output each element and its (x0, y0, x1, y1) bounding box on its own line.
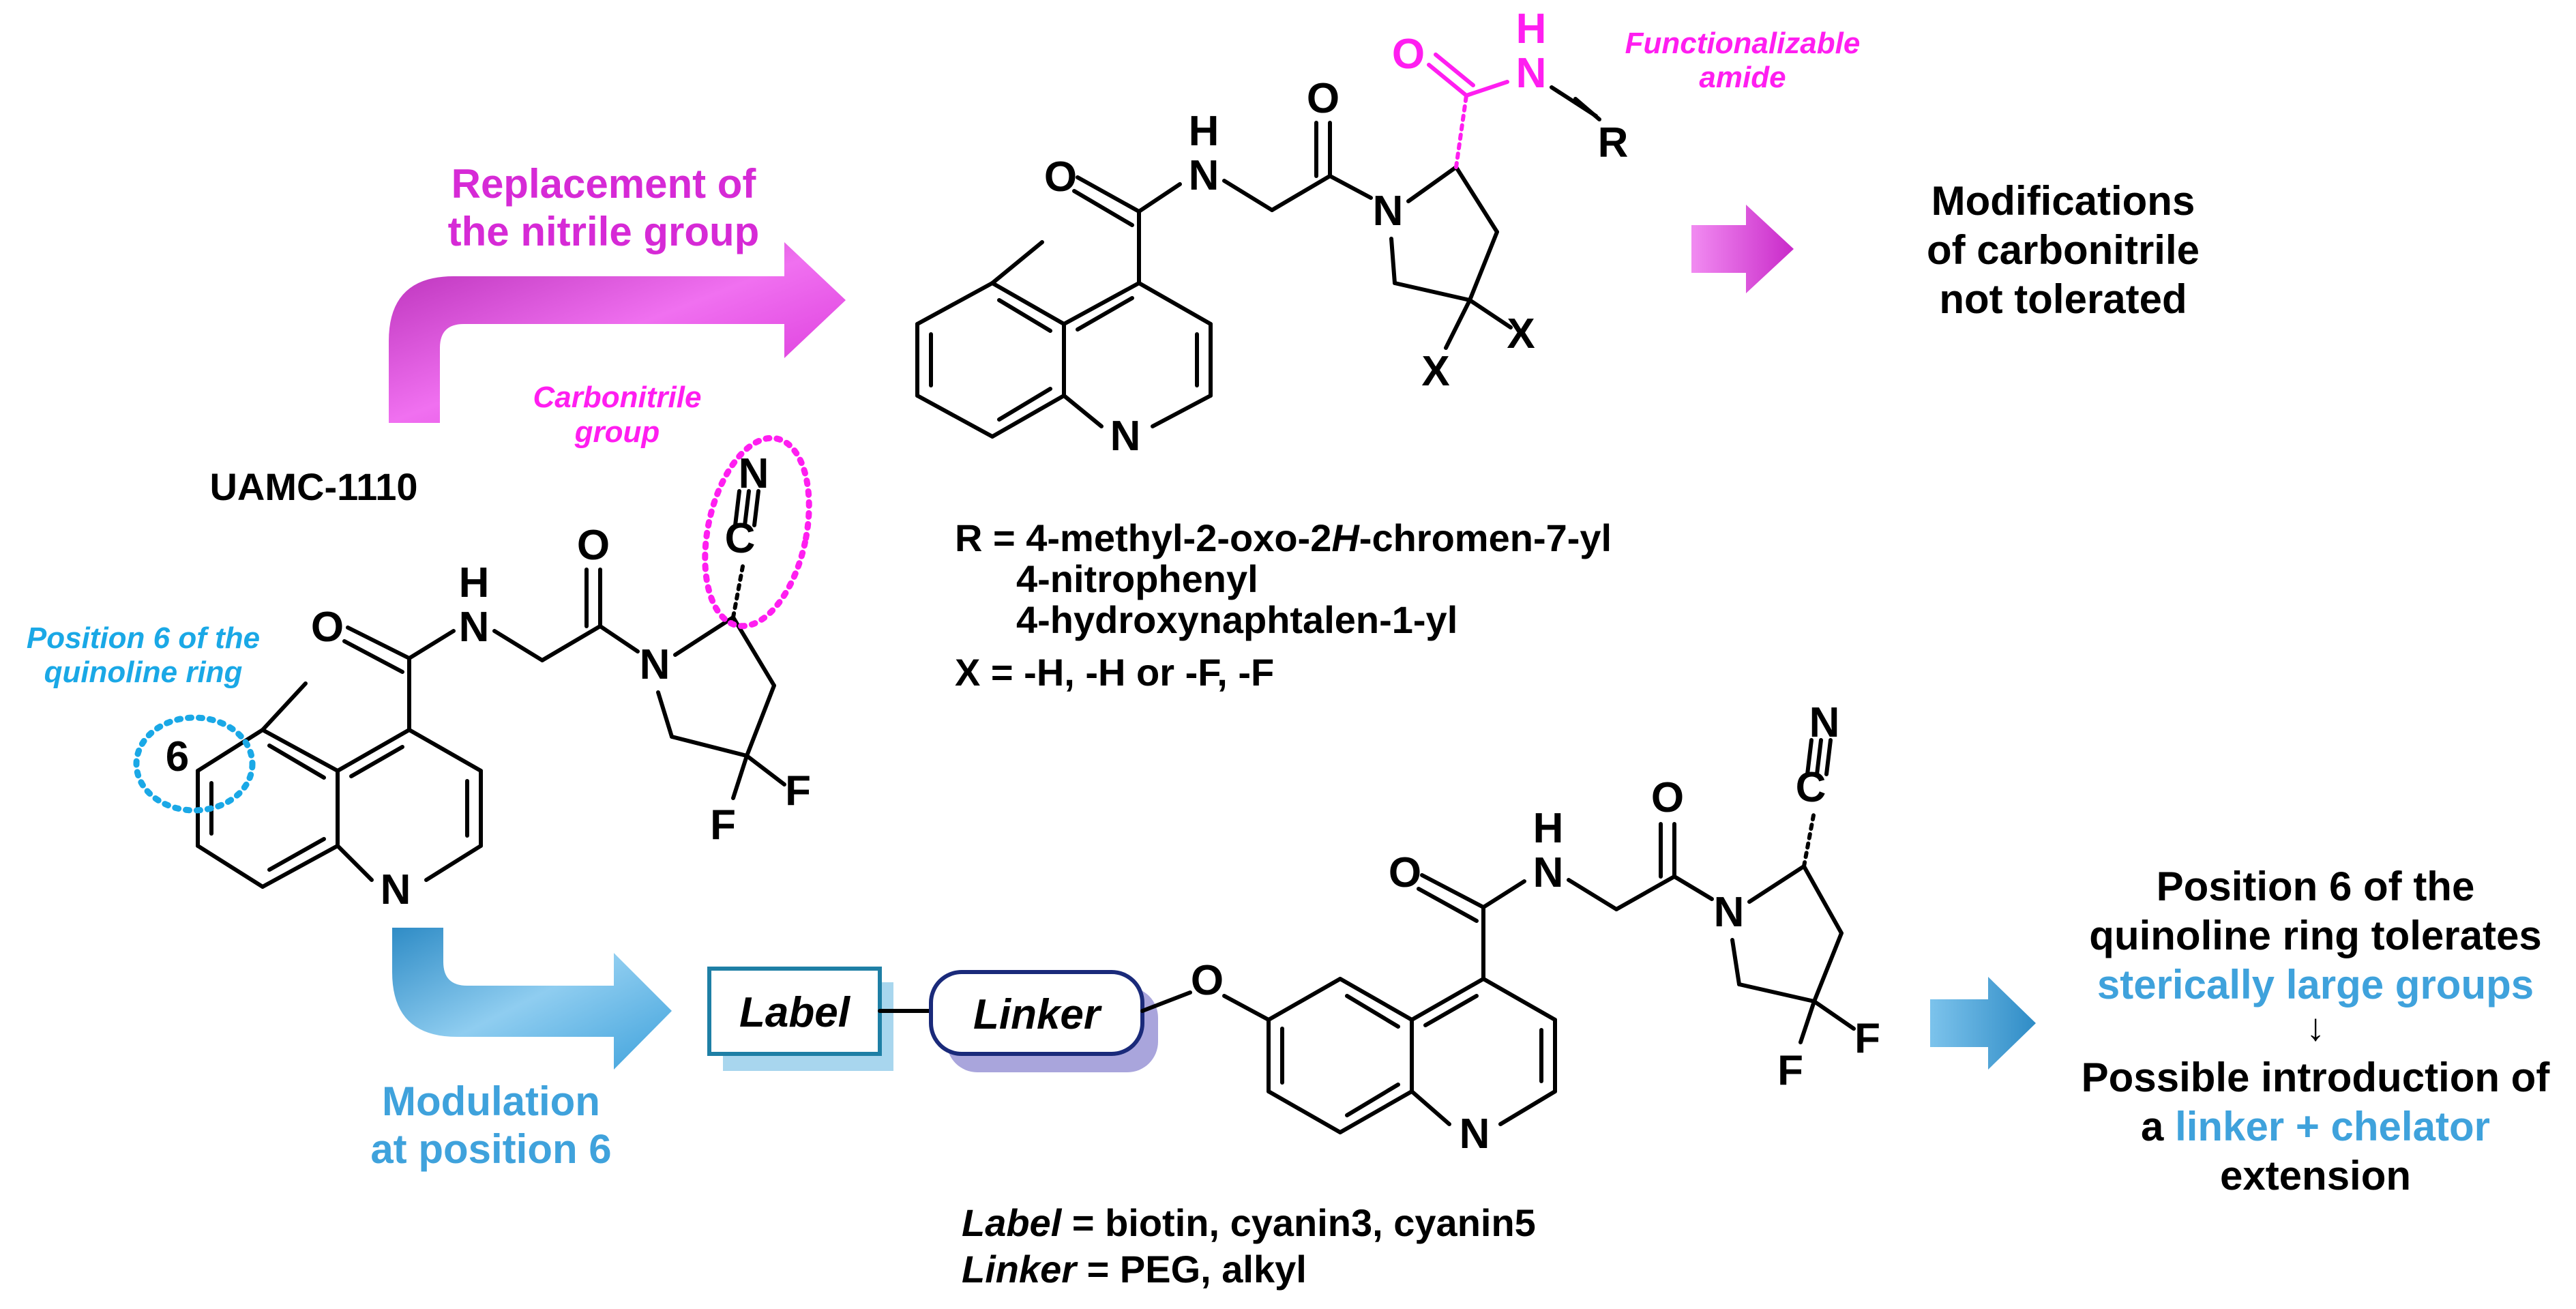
magenta-right-arrow (1691, 205, 1794, 293)
r-definition-line3: 4-hydroxynaphtalen-1-yl (1016, 598, 1457, 641)
uamc-quinoline (196, 656, 483, 889)
linker-box-text: Linker (973, 991, 1102, 1038)
top-atom-o-amide: O (1392, 31, 1425, 78)
compound-name: UAMC-1110 (209, 465, 417, 508)
x-definition: X = -H, -H or -F, -F (955, 651, 1274, 694)
uamc-pyrrolidine (656, 489, 786, 800)
top-pyrrolidine (1389, 53, 1601, 350)
top-atom-o2: O (1307, 75, 1339, 122)
uamc-atom-n-pyrrolidine: N (640, 641, 670, 688)
top-atom-n-amide: N (1189, 152, 1219, 199)
svg-text:↓: ↓ (2306, 1005, 2325, 1048)
carbonitrile-highlight-ellipse (702, 435, 812, 630)
position6-number: 6 (166, 733, 189, 780)
top-atom-n-functional: N (1516, 50, 1547, 97)
functionalizable-callout-line1: Functionalizable (1625, 27, 1861, 60)
functionalizable-callout-line2: amide (1699, 61, 1786, 94)
top-atom-x1: X (1421, 348, 1449, 395)
label-definition: Label = biotin, cyanin3, cyanin5 (962, 1201, 1536, 1244)
label-box (707, 967, 882, 1056)
uamc-atom-f2: F (785, 767, 811, 814)
top-quinoline (915, 121, 1373, 439)
top-arrow-label-line1: Replacement of (451, 161, 757, 207)
top-atom-h-amide: H (1516, 5, 1547, 53)
svg-text:extension: extension (2220, 1153, 2411, 1198)
r-definition-line1: R = 4-methyl-2-oxo-2H-chromen-7-yl (955, 516, 1612, 559)
bottom-atom-n-amide: N (1533, 849, 1564, 896)
bottom-quinoline (1222, 822, 1714, 1134)
uamc-atom-n-amide: N (459, 604, 490, 651)
top-atom-o1: O (1044, 153, 1077, 201)
top-atom-n-pyrrolidine: N (1373, 188, 1404, 235)
carbonitrile-callout-line2: group (574, 415, 660, 449)
position6-callout-line1: Position 6 of the (27, 621, 260, 655)
svg-text:sterically large groups: sterically large groups (2097, 962, 2534, 1008)
top-conclusion-line3: not tolerated (1939, 276, 2187, 322)
bottom-atom-o-ether: O (1191, 957, 1224, 1004)
blue-curved-arrow (392, 928, 672, 1070)
uamc-atom-f1: F (710, 801, 736, 849)
uamc-atom-c-nitrile: C (725, 515, 756, 562)
bottom-atom-o2: O (1651, 774, 1684, 821)
linker-definition: Linker = PEG, alkyl (962, 1248, 1307, 1291)
svg-text:Position 6 of the: Position 6 of the (2157, 864, 2475, 909)
bottom-atom-f1: F (1777, 1047, 1803, 1094)
top-atom-n-quinoline: N (1110, 413, 1141, 460)
bottom-atom-f2: F (1854, 1015, 1880, 1062)
bottom-atom-h: H (1533, 805, 1564, 852)
top-atom-r: R (1598, 119, 1629, 166)
uamc-atom-o1: O (311, 604, 344, 651)
linker-box (929, 970, 1144, 1056)
bottom-atom-n-nitrile: N (1809, 699, 1840, 746)
top-atom-x2: X (1507, 310, 1535, 357)
uamc-atom-n-nitrile: N (739, 450, 769, 497)
bottom-atom-c-nitrile: C (1796, 764, 1826, 811)
uamc-atom-h: H (459, 559, 490, 606)
carbonitrile-callout-line1: Carbonitrile (533, 381, 702, 414)
bottom-pyrrolidine (1730, 738, 1856, 1044)
magenta-curved-arrow (389, 242, 846, 423)
uamc-atom-o2: O (577, 522, 610, 569)
top-conclusion-line2: of carbonitrile (1927, 227, 2200, 273)
svg-text:quinoline ring tolerates: quinoline ring tolerates (2089, 913, 2541, 958)
label-box-text: Label (739, 989, 851, 1036)
top-arrow-label-line2: the nitrile group (448, 209, 760, 254)
bottom-atom-o1: O (1389, 849, 1421, 896)
position6-callout-line2: quinoline ring (44, 656, 243, 689)
bottom-atom-n-pyrrolidine: N (1714, 889, 1745, 936)
top-atom-h: H (1189, 108, 1219, 155)
r-definition-line2: 4-nitrophenyl (1016, 557, 1258, 600)
uamc-linker-chain (342, 568, 640, 674)
svg-text:a linker + chelator: a linker + chelator (2141, 1104, 2490, 1149)
position6-highlight-ellipse (133, 714, 256, 814)
svg-text:Possible introduction of: Possible introduction of (2082, 1055, 2551, 1100)
bottom-arrow-label-line2: at position 6 (370, 1126, 611, 1172)
top-conclusion-line1: Modifications (1931, 178, 2195, 224)
uamc-atom-n-quinoline: N (381, 866, 411, 913)
blue-right-arrow (1930, 977, 2036, 1070)
bottom-atom-n-quinoline: N (1460, 1111, 1490, 1158)
bottom-conclusion: Position 6 of the quinoline ring tolerat… (2082, 864, 2551, 1198)
bottom-arrow-label-line1: Modulation (382, 1078, 600, 1124)
